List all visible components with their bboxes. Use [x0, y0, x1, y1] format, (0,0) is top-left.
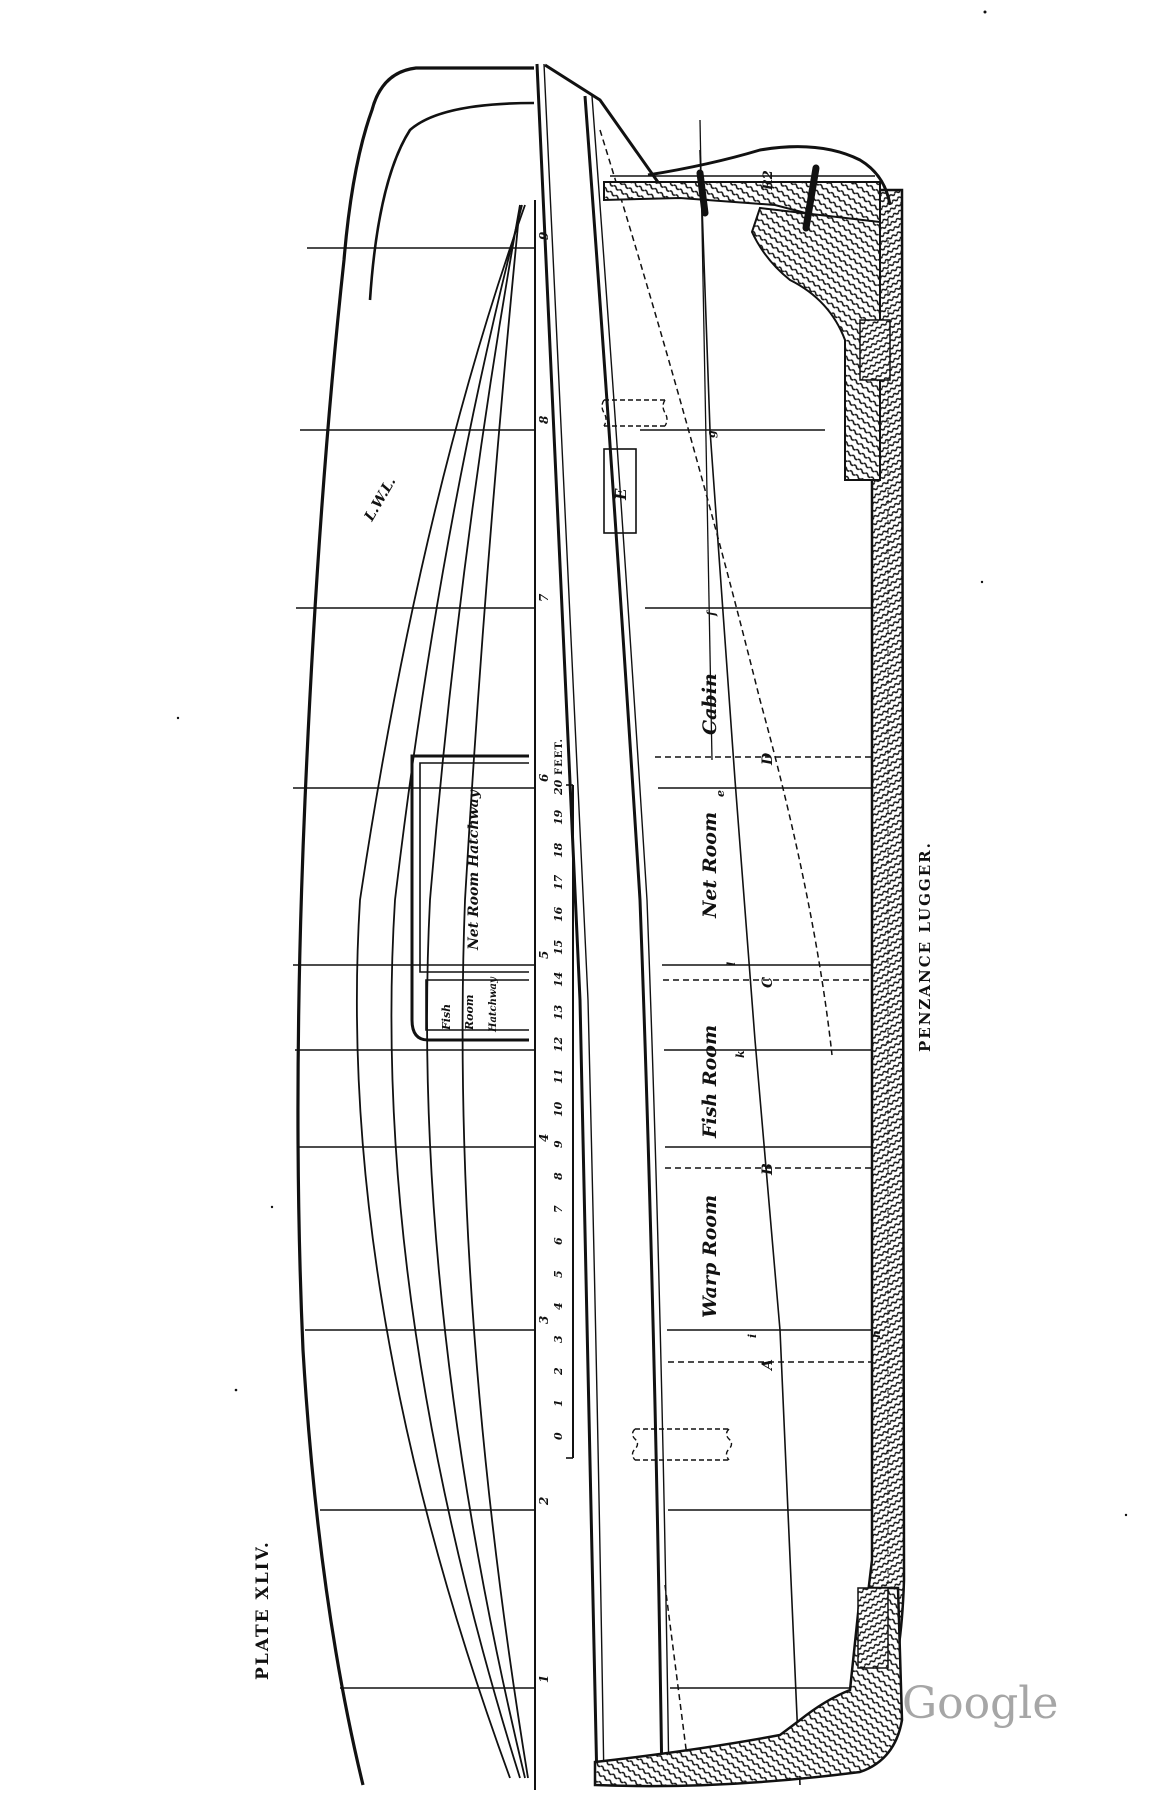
scale-tick: 14	[552, 972, 565, 987]
station-numbers: 9 8 7 6 5 4 3 2 1	[537, 231, 551, 1683]
stem-deadwood	[593, 1586, 904, 1788]
station-label: 7	[537, 593, 551, 602]
frame-mark: i	[746, 1334, 759, 1338]
fish-room-hatchway-label-line2: Room	[463, 995, 476, 1031]
net-room-hatchway-label: Net Room Hatchway	[466, 789, 482, 951]
scale-tick: 8	[552, 1172, 565, 1180]
frame-mark: g	[705, 430, 718, 438]
section-letter: B	[760, 1163, 776, 1176]
scale-unit-label: FEET.	[554, 738, 565, 775]
frame-mark: l	[725, 962, 738, 966]
scale-tick: 2	[552, 1367, 565, 1376]
scale-tick: 17	[552, 874, 565, 890]
section-letters: A B C D	[760, 752, 776, 1372]
stern-deadwood	[603, 119, 892, 761]
scale-tick: 9	[552, 1140, 565, 1148]
frame-mark: k	[734, 1050, 747, 1058]
scale-tick: 6	[552, 1237, 565, 1245]
frame-mark: h	[870, 1330, 883, 1338]
scale-tick: 7	[552, 1205, 565, 1213]
plate-title: PLATE XLIV.	[253, 1540, 273, 1680]
room-label-net-room: Net Room	[699, 812, 721, 919]
scale-tick: 18	[552, 842, 565, 858]
fish-room-hatchway-label-line1: Fish	[440, 1004, 453, 1031]
google-watermark: Google	[902, 1678, 1058, 1729]
frame-marks: h i k l e f g	[705, 430, 883, 1338]
waterline-label: L.W.L.	[361, 475, 399, 525]
room-label-cabin: Cabin	[699, 673, 721, 735]
scan-specks	[176, 10, 1128, 1517]
station-label: 4	[537, 1134, 551, 1142]
scale-tick: 10	[552, 1101, 565, 1117]
scale-ticks: 0 1 2 3 4 5 6 7 8 9 10 11 12 13 14 15 16…	[552, 738, 565, 1440]
diagonal-line	[699, 149, 801, 1786]
scale-tick: 20	[552, 779, 565, 796]
scale-tick: 12	[552, 1036, 565, 1052]
station-label: 3	[537, 1316, 551, 1324]
section-letter: A	[760, 1359, 776, 1372]
station-label: 6	[537, 773, 551, 782]
hatch-box-label: E	[612, 488, 630, 501]
scale-tick: 1	[552, 1399, 565, 1407]
station-lines	[293, 175, 890, 1689]
scale-tick: 0	[552, 1432, 565, 1440]
scale-tick: 3	[552, 1335, 565, 1343]
hatchway-labels: Net Room Hatchway Fish Room Hatchway	[440, 789, 499, 1033]
deck-rails	[535, 63, 670, 1786]
frame-mark: f	[705, 609, 718, 617]
room-label-fish-room: Fish Room	[699, 1025, 721, 1139]
scale-tick: 4	[552, 1302, 565, 1310]
e-hatch-box	[603, 448, 637, 534]
hull-outline	[296, 66, 536, 1790]
rudder-label: R2	[761, 170, 776, 191]
section-letter: D	[760, 752, 776, 766]
room-label-warp-room: Warp Room	[699, 1195, 721, 1318]
room-labels: Cabin Net Room Fish Room Warp Room	[699, 673, 721, 1318]
plate-caption: PENZANCE LUGGER.	[916, 841, 934, 1052]
section-letter: C	[760, 977, 776, 988]
frame-mark: e	[714, 790, 727, 797]
scale-bar	[566, 784, 574, 1459]
scale-tick: 19	[552, 809, 565, 825]
station-label: 9	[537, 231, 551, 240]
scale-tick: 15	[552, 940, 565, 955]
fish-room-hatchway-label-line3: Hatchway	[488, 976, 499, 1033]
scale-tick: 13	[552, 1004, 565, 1020]
station-label: 1	[537, 1675, 551, 1683]
station-label: 8	[537, 415, 551, 424]
station-label: 5	[537, 951, 551, 959]
scale-tick: 11	[552, 1069, 565, 1084]
station-label: 2	[537, 1497, 551, 1506]
scale-tick: 5	[552, 1270, 565, 1278]
scale-tick: 16	[552, 906, 565, 922]
hatchway-outline	[410, 754, 529, 1042]
